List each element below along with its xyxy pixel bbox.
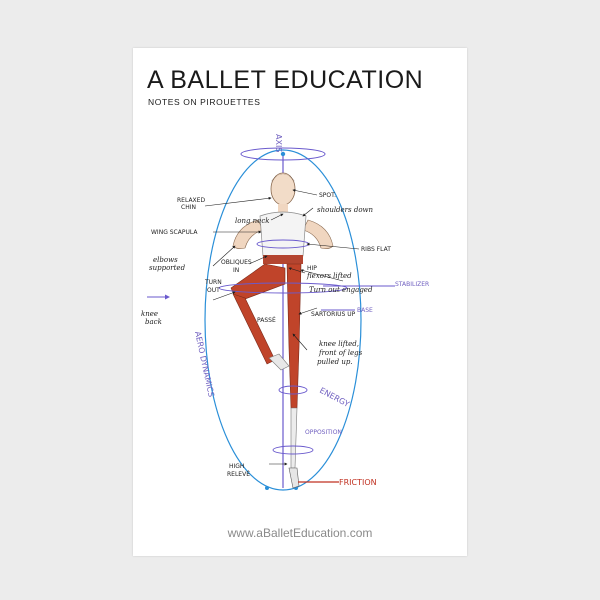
page-subtitle: NOTES ON PIROUETTES (148, 97, 261, 107)
label-back: back (145, 318, 162, 326)
label-sartorius-up: SARTORIUS UP (311, 311, 356, 318)
axis-label: AXIS (274, 134, 283, 152)
label-supported: supported (149, 264, 186, 272)
label-turn: TURN (204, 279, 222, 286)
label-high: HIGH (229, 463, 244, 470)
label-aerodynamics: AERO DYNAMICS (193, 331, 216, 398)
label-knee-lifted: knee lifted, (319, 340, 359, 348)
label-pulled-up: pulled up. (317, 358, 353, 366)
label-stabilizer: STABILIZER (395, 281, 429, 288)
axis-top-swirl (240, 147, 326, 161)
website-url: www.aBalletEducation.com (227, 526, 373, 540)
label-ribs-flat: RIBS FLAT (361, 246, 391, 253)
poster: A BALLET EDUCATION NOTES ON PIROUETTES (133, 48, 467, 556)
label-long-neck: long neck (235, 217, 269, 225)
label-base: BASE (357, 307, 373, 314)
label-opposition: OPPOSITION (305, 429, 342, 436)
label-spot: SPOT. (319, 192, 336, 199)
label-hip: HIP (307, 265, 317, 272)
aerodynamics-ellipse (204, 149, 362, 491)
label-energy: ENERGY (318, 386, 351, 409)
label-relaxed: RELAXED (177, 197, 205, 204)
label-obliques: OBLIQUES (221, 259, 252, 266)
label-turn-out-engaged: Turn out engaged (309, 286, 373, 294)
label-front-of-legs: front of legs (318, 349, 363, 357)
label-chin: CHIN (181, 204, 196, 211)
pirouette-diagram: AXIS RELAXED CHIN SPOT. long neck should… (141, 134, 429, 491)
label-knee: knee (141, 310, 158, 318)
label-friction: FRICTION (339, 478, 377, 487)
label-shoulders-down: shoulders down (317, 206, 374, 214)
label-out: OUT (207, 287, 220, 294)
label-releve: RELEVÉ (227, 470, 250, 478)
label-flexors-lifted: flexors lifted (306, 272, 352, 280)
label-elbows: elbows (153, 256, 178, 264)
label-passe: PASSÉ (257, 316, 276, 324)
label-in: IN (233, 267, 239, 274)
label-wing-scapula: WING SCAPULA (151, 229, 198, 236)
page-title: A BALLET EDUCATION (147, 66, 424, 94)
